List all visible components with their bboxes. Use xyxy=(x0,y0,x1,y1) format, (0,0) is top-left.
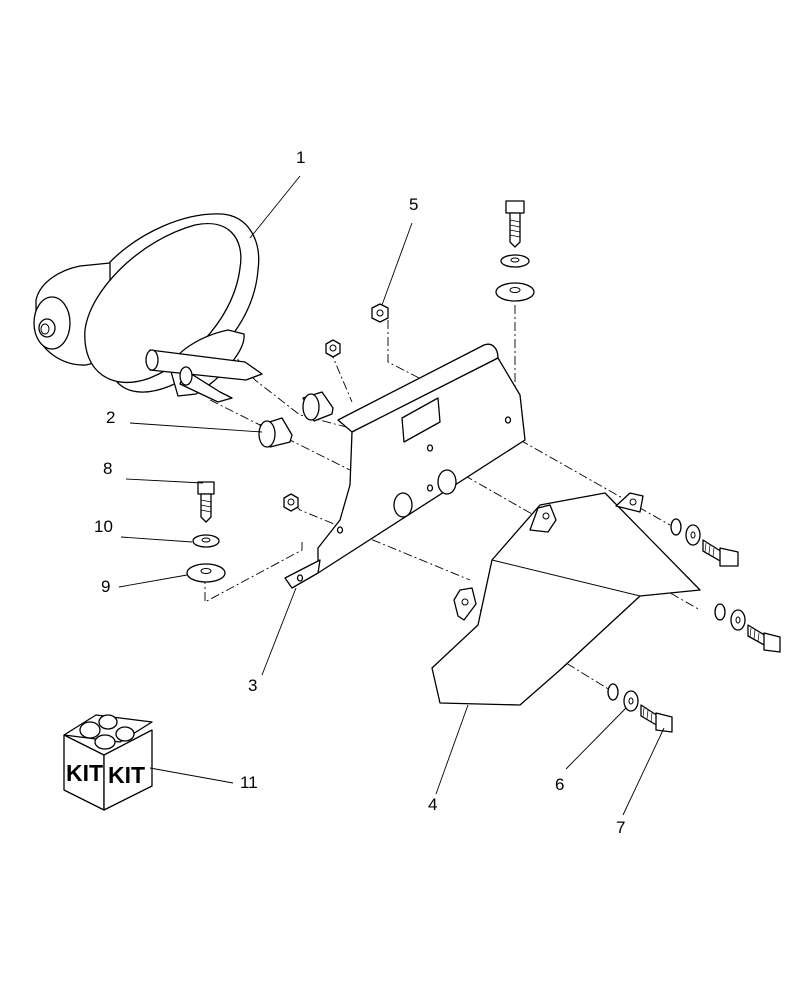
right-hardware-upper xyxy=(670,518,739,567)
gear-motor-part xyxy=(33,213,263,403)
bushing-part xyxy=(258,391,334,448)
callout-1: 1 xyxy=(296,148,305,167)
leader-lines xyxy=(118,175,665,816)
mounting-bracket-part xyxy=(284,343,526,589)
callout-8: 8 xyxy=(103,459,112,478)
kit-box-part: KIT KIT xyxy=(63,714,153,811)
callout-numbers: 1 5 2 8 10 9 3 4 6 7 11 xyxy=(94,148,625,837)
right-hardware-middle xyxy=(714,603,781,653)
callout-7: 7 xyxy=(616,818,625,837)
kit-label-right: KIT xyxy=(108,762,145,788)
hex-nut-part xyxy=(283,303,389,512)
right-hardware-lower xyxy=(607,683,673,733)
callout-2: 2 xyxy=(106,408,115,427)
kit-label-left: KIT xyxy=(66,760,103,786)
callout-4: 4 xyxy=(428,795,437,814)
callout-9: 9 xyxy=(101,577,110,596)
callout-5: 5 xyxy=(409,195,418,214)
callout-3: 3 xyxy=(248,676,257,695)
callout-6: 6 xyxy=(555,775,564,794)
left-bolt-washer-stack xyxy=(186,481,226,583)
callout-10: 10 xyxy=(94,517,113,536)
shield-part xyxy=(431,492,701,706)
top-bolt-washer-stack xyxy=(495,200,535,302)
callout-11: 11 xyxy=(240,773,258,792)
